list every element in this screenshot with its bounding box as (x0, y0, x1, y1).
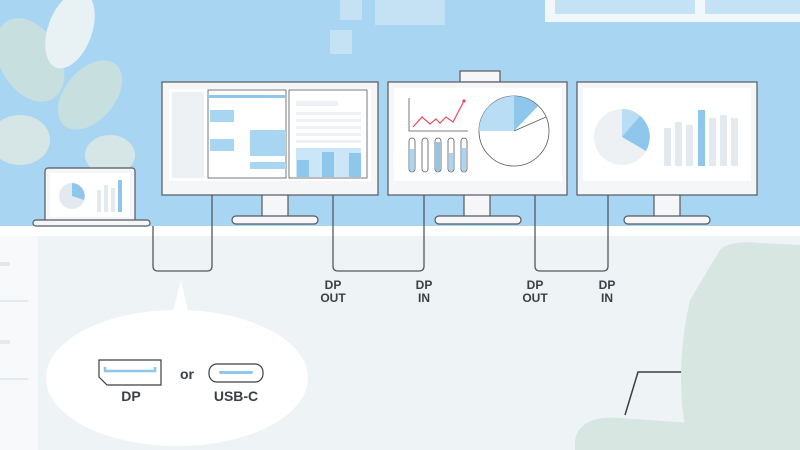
cabinet-handles (0, 262, 28, 380)
port-callout: DP or USB-C (46, 280, 308, 446)
monitor-1 (161, 81, 379, 225)
monitor-3 (576, 81, 758, 225)
port-label-2: DP IN (416, 278, 433, 305)
port-label-1: DP OUT (320, 278, 346, 305)
port-label-3: DP OUT (522, 278, 548, 305)
desk-edge (0, 226, 800, 236)
svg-text:IN: IN (601, 291, 613, 305)
cables (152, 195, 609, 272)
chair (575, 242, 800, 450)
svg-text:OUT: OUT (522, 291, 548, 305)
svg-text:DP: DP (325, 278, 342, 292)
svg-text:DP: DP (527, 278, 544, 292)
port-label-4: DP IN (599, 278, 616, 305)
monitor-2 (387, 70, 568, 225)
svg-text:DP: DP (416, 278, 433, 292)
displayport-icon (98, 359, 162, 386)
plant-icon (0, 0, 135, 175)
svg-text:DP: DP (599, 278, 616, 292)
svg-text:DP: DP (121, 388, 140, 404)
webcam-icon (459, 70, 501, 83)
wall-notes (330, 0, 800, 54)
svg-text:or: or (180, 366, 195, 382)
laptop (32, 167, 151, 227)
svg-text:USB-C: USB-C (214, 388, 258, 404)
svg-text:IN: IN (418, 291, 430, 305)
svg-text:OUT: OUT (320, 291, 346, 305)
